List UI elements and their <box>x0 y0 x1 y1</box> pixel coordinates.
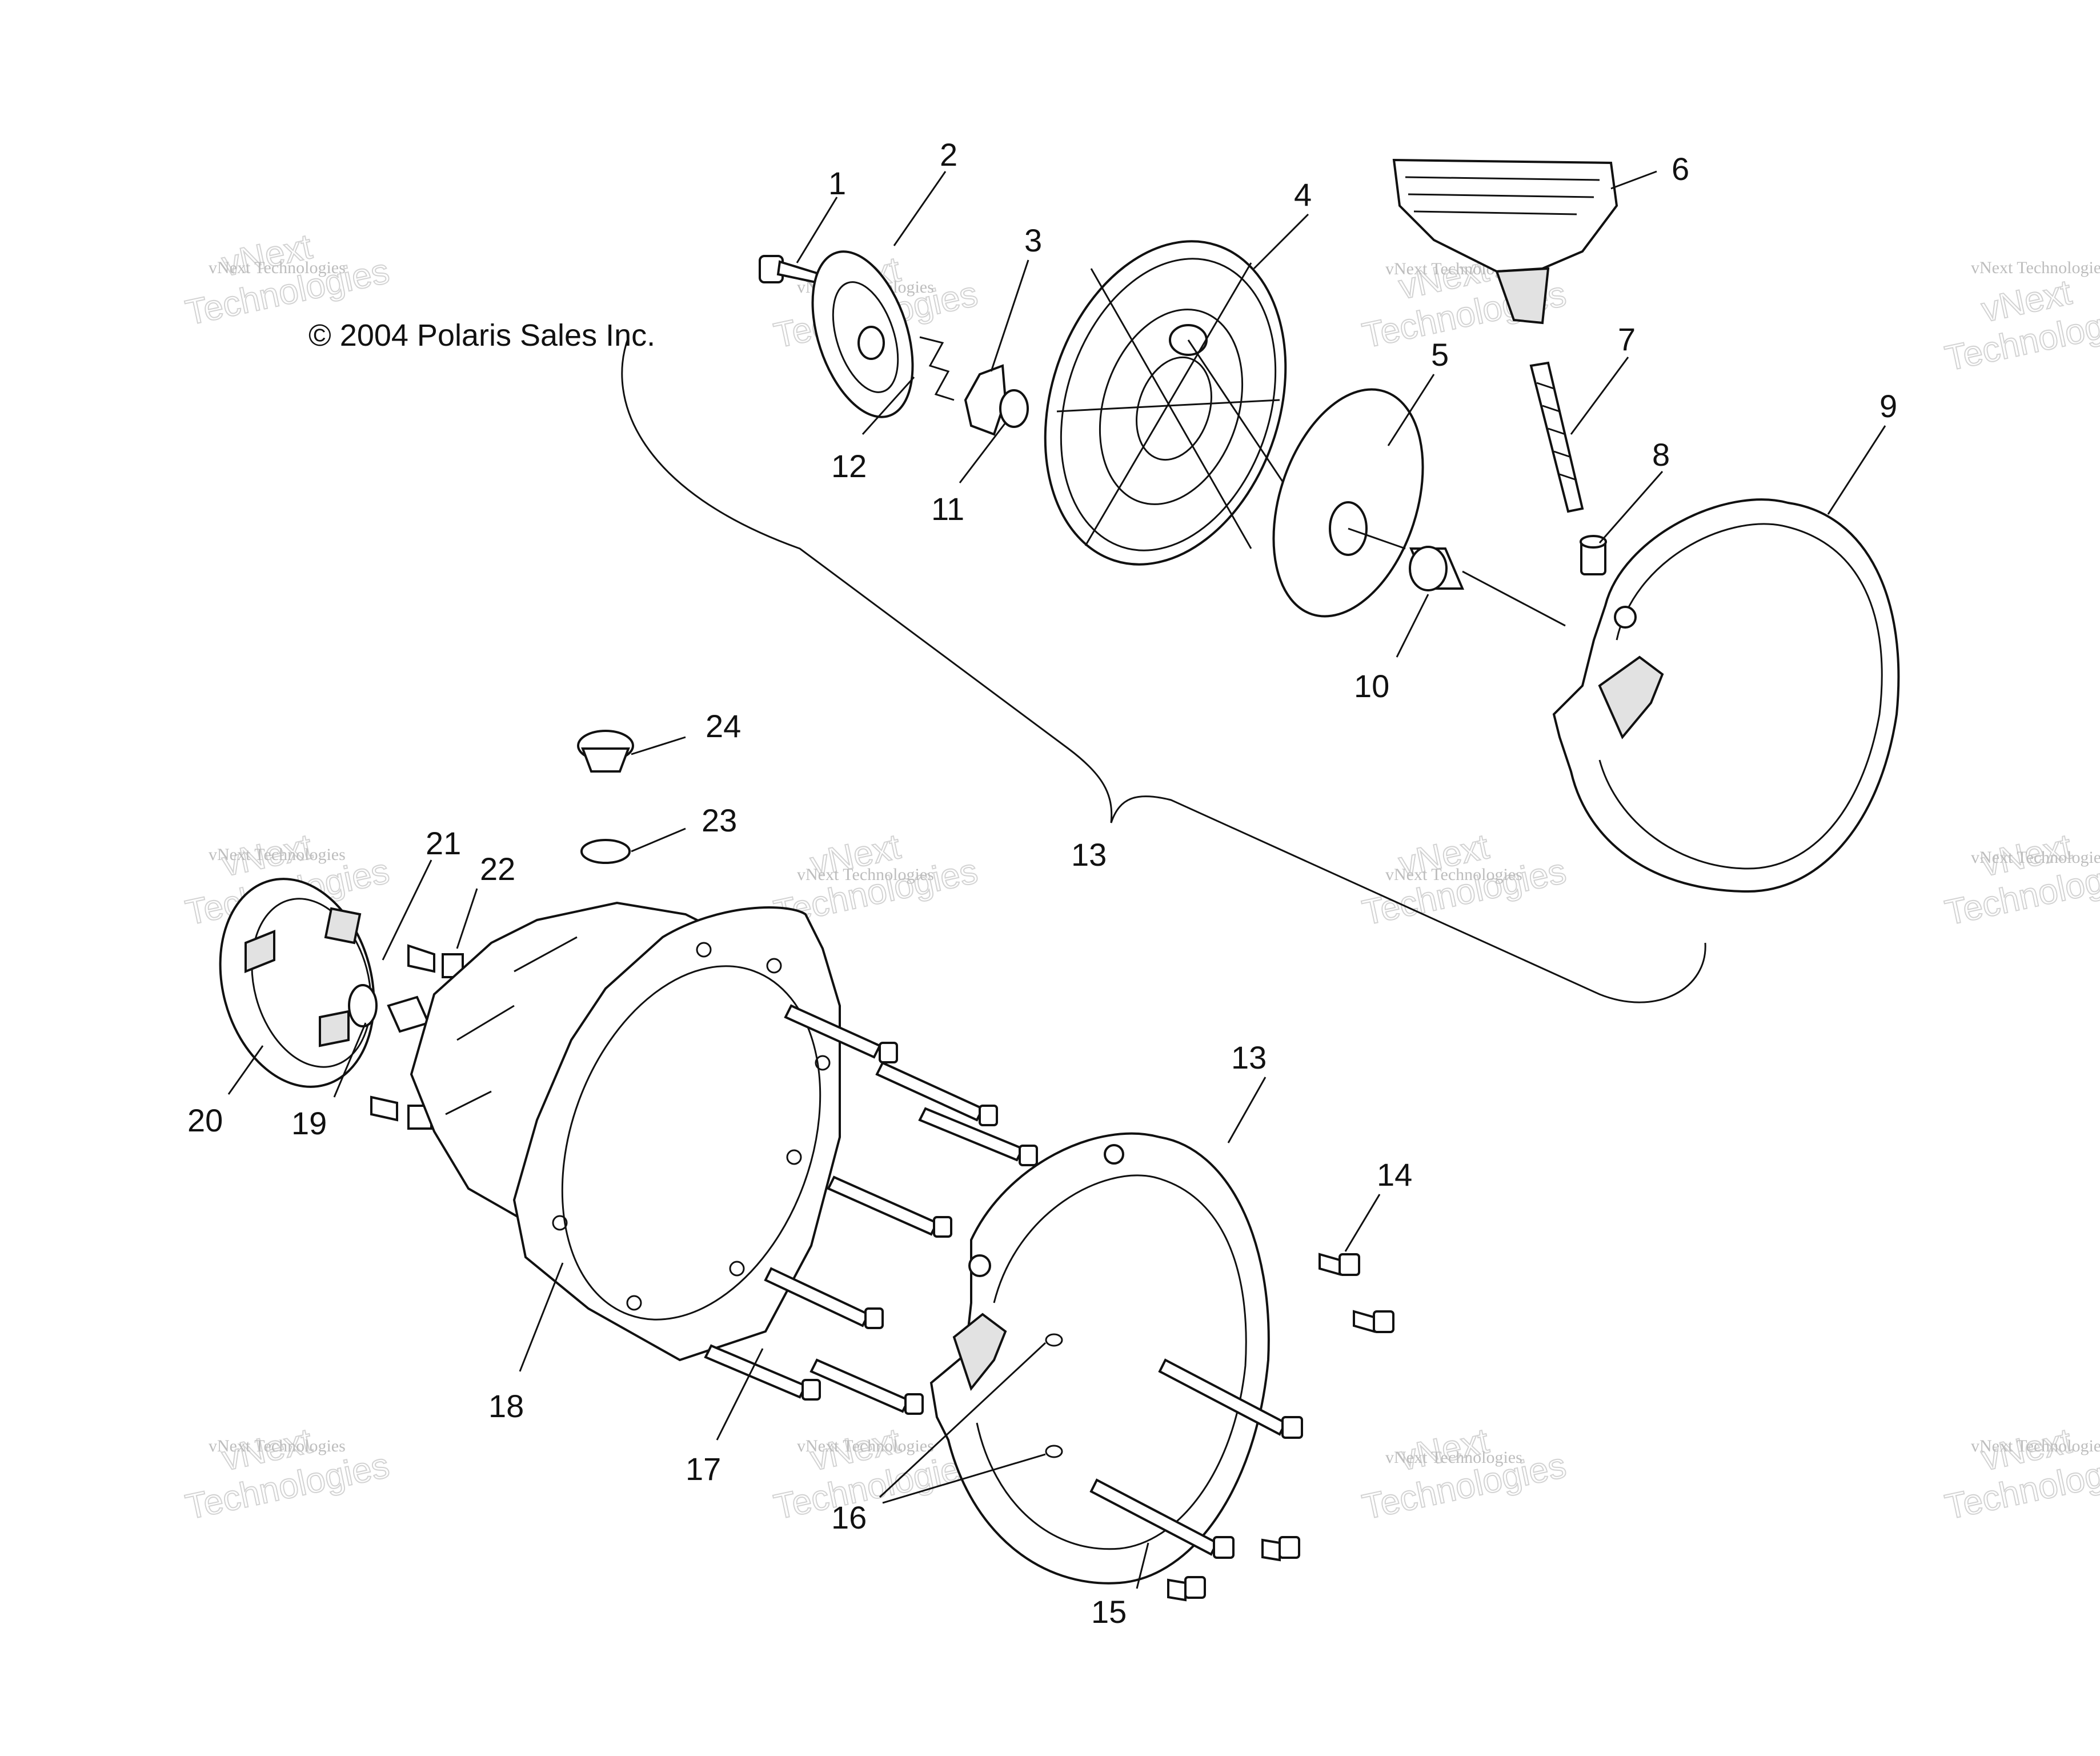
callout-20: 20 <box>187 1102 223 1138</box>
part-5-cam-plate <box>1272 388 1424 618</box>
part-10-bushing <box>1409 546 1566 627</box>
callout-11: 11 <box>931 491 964 527</box>
watermark: vNext Technologies <box>1941 1421 2100 1528</box>
part-21-washer <box>348 984 378 1027</box>
callout-1: 1 <box>828 165 846 201</box>
part-4-pulley <box>1044 240 1298 566</box>
svg-text:vNext Technologies: vNext Technologies <box>1385 1448 1522 1467</box>
part-15-cover-bolts <box>1089 1358 1303 1602</box>
callout-13-upper: 13 <box>1071 837 1107 873</box>
callout-9: 9 <box>1879 388 1897 424</box>
callout-10: 10 <box>1354 668 1389 704</box>
watermark: vNext Technologies <box>182 1421 393 1528</box>
callout-16: 16 <box>831 1499 867 1535</box>
part-23-o-ring <box>580 839 631 864</box>
svg-text:vNext Technologies: vNext Technologies <box>209 845 346 864</box>
part-2-spring-disc <box>811 250 914 418</box>
part-13-cover <box>929 1132 1270 1585</box>
svg-text:vNext Technologies: vNext Technologies <box>1385 865 1522 884</box>
part-12-spring <box>919 336 955 401</box>
part-9-recoil-housing <box>1552 498 1900 893</box>
part-7-rope <box>1529 361 1584 513</box>
svg-text:vNext Technologies: vNext Technologies <box>1971 1437 2100 1455</box>
part-18-housing <box>410 901 841 1362</box>
part-24-cap <box>577 730 634 773</box>
callout-23: 23 <box>702 802 737 838</box>
svg-text:vNext Technologies: vNext Technologies <box>797 865 934 884</box>
part-20-drive-cup <box>219 878 375 1088</box>
callout-24: 24 <box>706 708 741 744</box>
svg-text:vNext Technologies: vNext Technologies <box>1971 258 2100 277</box>
callout-12: 12 <box>831 448 867 484</box>
callout-19: 19 <box>291 1105 327 1141</box>
callout-15: 15 <box>1091 1594 1127 1630</box>
callout-3: 3 <box>1024 222 1042 258</box>
part-3-pawl <box>964 364 1007 436</box>
callout-4: 4 <box>1294 177 1312 213</box>
callout-22: 22 <box>480 851 515 887</box>
copyright-text: © 2004 Polaris Sales Inc. <box>308 318 655 353</box>
svg-text:vNext Technologies: vNext Technologies <box>209 258 346 277</box>
leader-lines <box>227 170 1886 1589</box>
callout-numbers: 1 2 3 4 5 6 7 8 9 10 11 12 13 13 14 15 1… <box>187 137 1897 1630</box>
watermark: vNext Technologies <box>1941 826 2100 934</box>
callout-14: 14 <box>1377 1157 1412 1193</box>
part-11-clip <box>999 389 1029 428</box>
part-17-long-bolts <box>704 1004 1038 1415</box>
part-8-rope-insert <box>1580 535 1607 575</box>
callout-21: 21 <box>426 825 461 861</box>
callout-5: 5 <box>1431 337 1449 373</box>
callout-18: 18 <box>488 1388 524 1424</box>
callout-2: 2 <box>940 137 957 173</box>
svg-text:vNext Technologies: vNext Technologies <box>1971 848 2100 867</box>
callout-6: 6 <box>1672 151 1689 187</box>
svg-text:vNext Technologies: vNext Technologies <box>797 1437 934 1455</box>
svg-text:vNext Technologies: vNext Technologies <box>209 1437 346 1455</box>
part-14-small-bolts <box>1318 1253 1394 1333</box>
callout-17: 17 <box>686 1451 721 1487</box>
part-7-rope-twist <box>1536 382 1577 481</box>
part-6-handle <box>1392 158 1618 325</box>
callout-13-lower: 13 <box>1231 1039 1267 1075</box>
callout-7: 7 <box>1618 321 1636 357</box>
callout-8: 8 <box>1652 437 1670 473</box>
assembly-brace <box>621 337 1706 1003</box>
